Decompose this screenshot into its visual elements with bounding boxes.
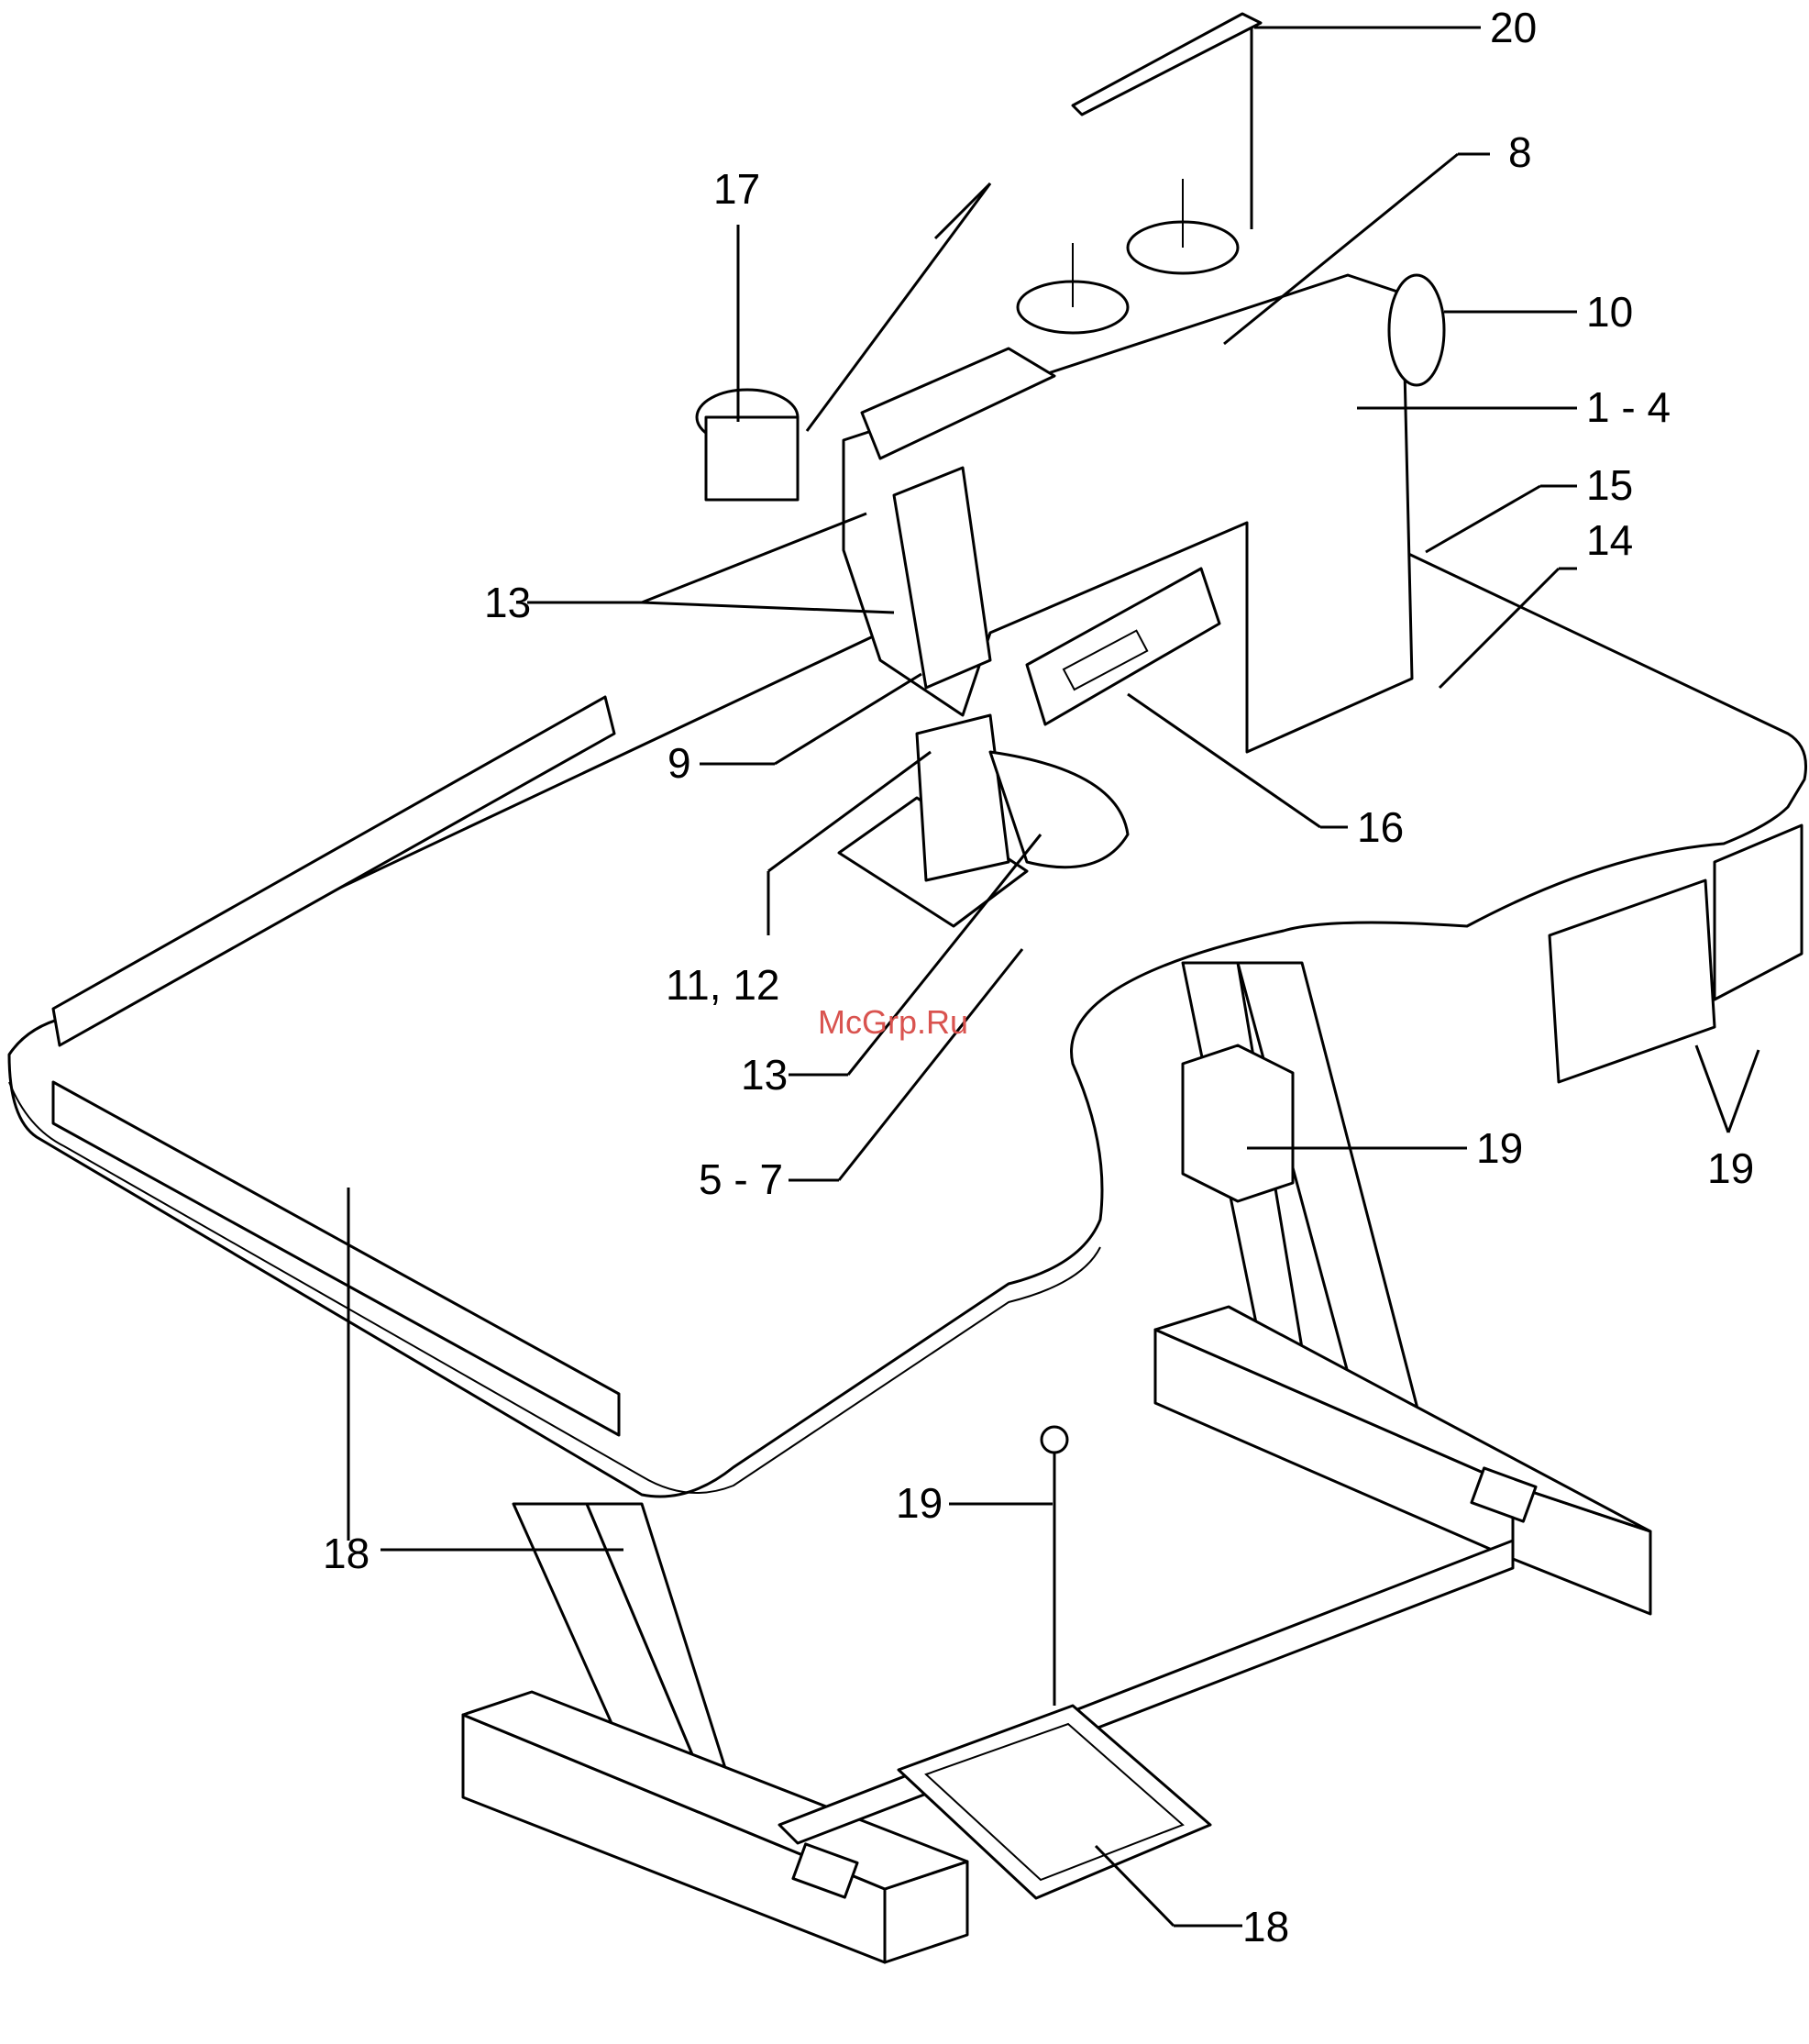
callout-16: 16: [1357, 803, 1404, 851]
callout-18-table: 18: [323, 1530, 370, 1577]
callout-19-switches: 19: [1707, 1144, 1754, 1192]
callout-14: 14: [1586, 516, 1633, 564]
callout-11-12: 11, 12: [666, 961, 779, 1009]
callout-19-rod: 19: [896, 1479, 943, 1527]
callout-10: 10: [1586, 288, 1633, 336]
callout-1-4: 1 - 4: [1586, 383, 1671, 431]
callout-9: 9: [667, 739, 691, 787]
callout-19-motor: 19: [1476, 1124, 1523, 1172]
callout-13-upper: 13: [484, 579, 531, 626]
callout-5-7: 5 - 7: [699, 1155, 783, 1203]
callout-8: 8: [1508, 128, 1532, 176]
callout-13-lower: 13: [741, 1051, 788, 1099]
callout-17: 17: [713, 165, 760, 213]
watermark: McGrp.Ru: [818, 1003, 968, 1041]
callout-15: 15: [1586, 461, 1633, 509]
callout-18-pedal: 18: [1242, 1903, 1289, 1950]
callout-20: 20: [1490, 4, 1537, 51]
